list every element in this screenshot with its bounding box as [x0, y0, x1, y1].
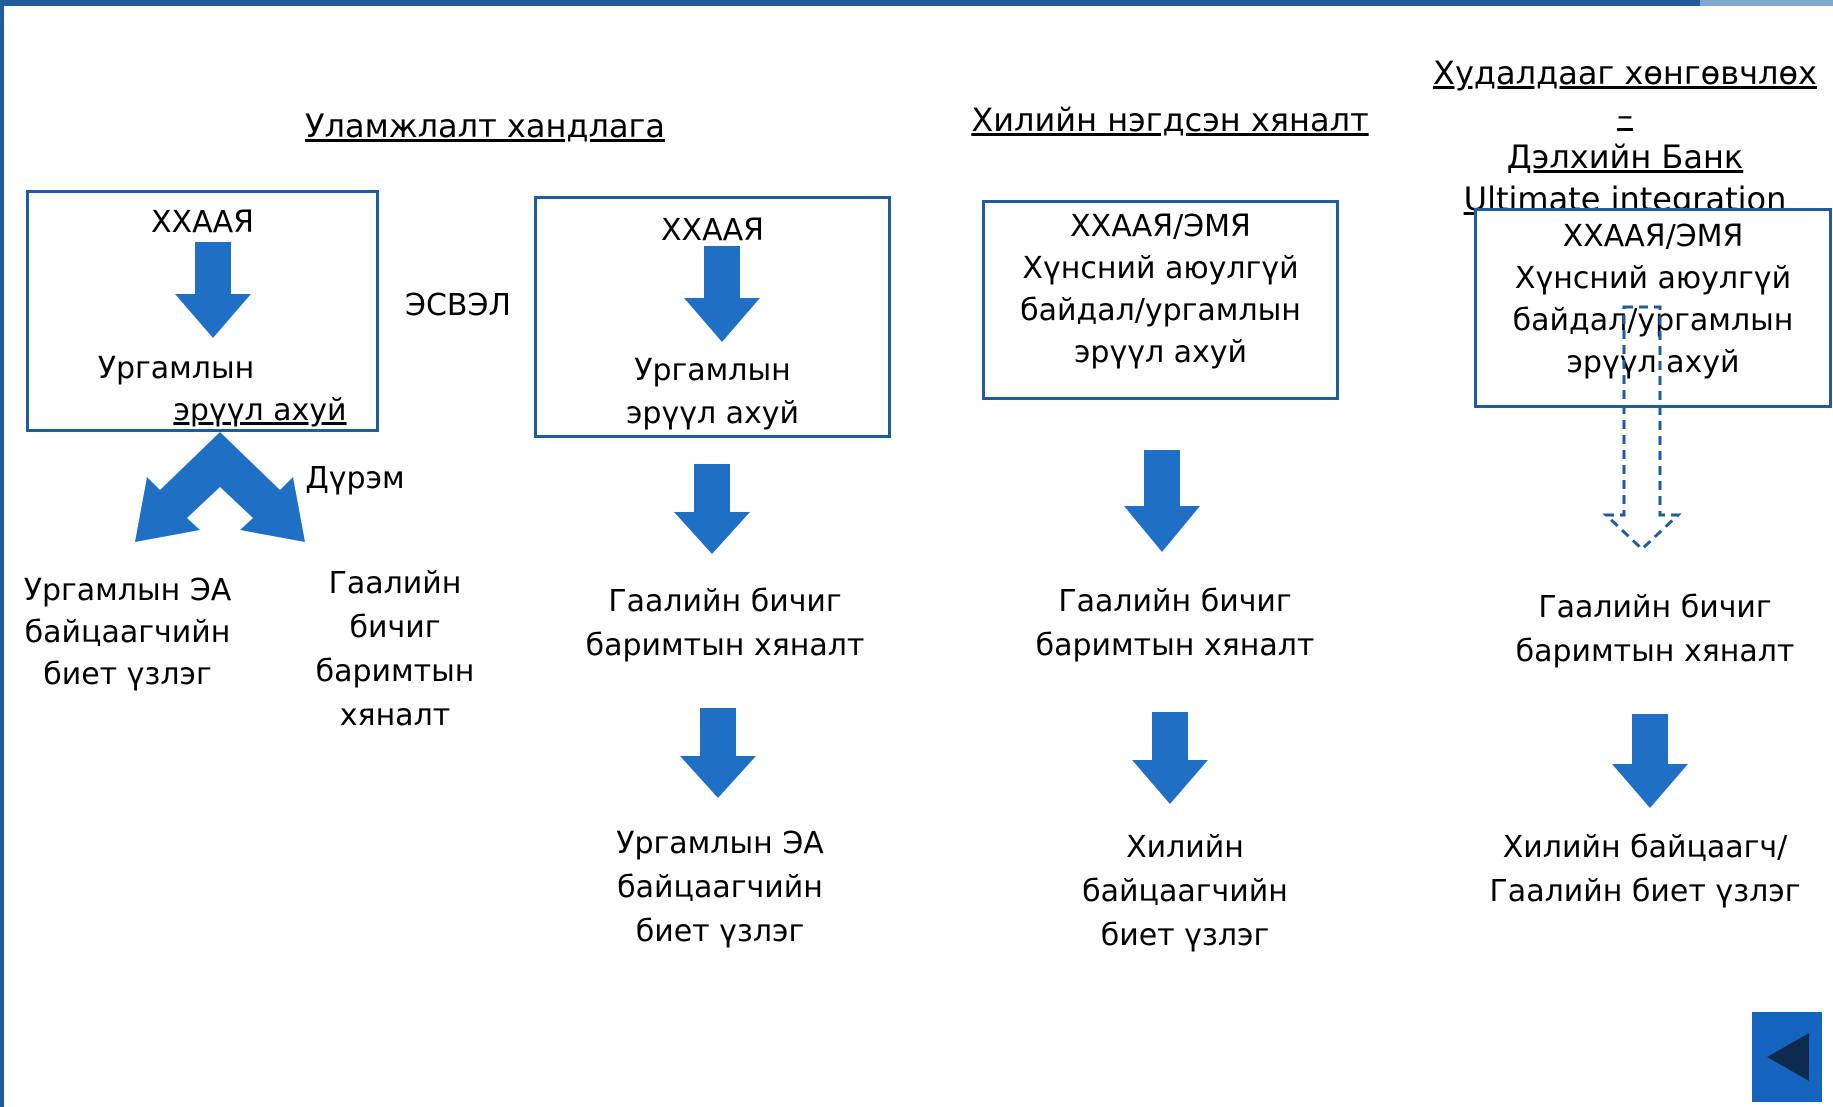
back-triangle-icon	[1767, 1033, 1809, 1081]
col4-step3-line1: Хилийн байцаагч/	[1502, 830, 1788, 865]
col3-box-line3: байдал/ургамлын	[1020, 293, 1301, 328]
col1-right-line2: бичиг	[349, 610, 441, 645]
col2-step2-line2: баримтын хяналт	[585, 628, 865, 663]
or-label: ЭСВЭЛ	[405, 288, 511, 323]
col1-box-bottom-2: эрүүл ахуй	[173, 393, 347, 428]
slide-corner-tab	[1700, 0, 1833, 6]
col4-box-line1: ХХААЯ/ЭМЯ	[1562, 219, 1744, 254]
col4-dashed-arrow-icon	[1602, 305, 1682, 551]
col4-box-line3: байдал/ургамлын	[1512, 303, 1794, 338]
col1-box-arrow-icon	[175, 242, 251, 338]
heading-trade-facilitation: Худалдааг хөнгөвчлөх – Дэлхийн Банк Ulti…	[1420, 52, 1830, 220]
slide-left-border	[0, 0, 4, 1107]
col4-box-line2: Хүнсний аюулгүй	[1514, 261, 1792, 296]
col1-right-line3: баримтын	[315, 654, 475, 689]
heading-trade-line2: Дэлхийн Банк	[1506, 138, 1744, 176]
back-button[interactable]	[1752, 1012, 1822, 1102]
col3-box-line1: ХХААЯ/ЭМЯ	[1070, 209, 1251, 244]
col3-box-line4: эрүүл ахуй	[1073, 335, 1248, 370]
col1-left-line3: биет үзлэг	[43, 657, 212, 692]
col3-step2-line1: Гаалийн бичиг	[1058, 584, 1292, 619]
col4-box-line4: эрүүл ахуй	[1566, 345, 1740, 380]
col1-left-line2: байцаагчийн	[24, 615, 231, 650]
col3-step3: Хилийн байцаагчийн биет үзлэг	[1060, 826, 1310, 958]
col2-step2: Гаалийн бичиг баримтын хяналт	[560, 580, 890, 668]
heading-traditional: Уламжлалт хандлага	[305, 107, 665, 145]
heading-integrated-border: Хилийн нэгдсэн хяналт	[971, 101, 1369, 139]
col3-arrow-2-icon	[1124, 450, 1200, 552]
col2-step3: Ургамлын ЭА байцаагчийн биет үзлэг	[590, 822, 850, 954]
col2-step3-line1: Ургамлын ЭА	[616, 826, 824, 861]
heading-trade-line1: Худалдааг хөнгөвчлөх –	[1433, 54, 1817, 134]
col2-arrow-2-icon	[674, 464, 750, 554]
slide-top-border	[0, 0, 1700, 6]
col1-right-result: Гаалийн бичиг баримтын хяналт	[310, 562, 480, 738]
col1-box-bottom-1: Ургамлын	[97, 351, 255, 386]
col1-box-top: ХХААЯ	[151, 205, 254, 240]
col1-split-arrow-icon	[135, 432, 305, 542]
col4-agency-box	[1474, 208, 1832, 408]
col2-arrow-3-icon	[680, 708, 756, 798]
col4-box-text: ХХААЯ/ЭМЯ Хүнсний аюулгүй байдал/ургамлы…	[1474, 216, 1832, 384]
col3-step3-line3: биет үзлэг	[1100, 918, 1270, 953]
col2-box-bottom-1: Ургамлын	[634, 353, 791, 388]
col2-box-arrow-icon	[684, 246, 760, 342]
col3-agency-box	[982, 200, 1339, 400]
col1-left-result: Ургамлын ЭА байцаагчийн биет үзлэг	[20, 570, 235, 696]
col4-step2: Гаалийн бичиг баримтын хяналт	[1480, 586, 1830, 674]
col4-step3: Хилийн байцаагч/ Гаалийн биет үзлэг	[1460, 826, 1830, 914]
col3-step3-line2: байцаагчийн	[1082, 874, 1288, 909]
col2-step2-line1: Гаалийн бичиг	[608, 584, 842, 619]
col2-box-top: ХХААЯ	[661, 213, 764, 248]
col4-step2-line2: баримтын хяналт	[1515, 634, 1795, 669]
col4-step3-line2: Гаалийн биет үзлэг	[1489, 874, 1801, 909]
col3-step3-line1: Хилийн	[1126, 830, 1244, 865]
col1-left-line1: Ургамлын ЭА	[23, 573, 232, 608]
col2-box-bottom-2: эрүүл ахуй	[625, 396, 800, 431]
col3-box-text: ХХААЯ/ЭМЯ Хүнсний аюулгүй байдал/ургамлы…	[982, 206, 1339, 374]
rule-label: Дүрэм	[305, 461, 405, 496]
col4-step2-line1: Гаалийн бичиг	[1538, 590, 1772, 625]
col1-right-line1: Гаалийн	[328, 566, 462, 601]
col3-arrow-3-icon	[1132, 712, 1208, 804]
col1-right-line4: хяналт	[339, 698, 451, 733]
col3-step2: Гаалийн бичиг баримтын хяналт	[1010, 580, 1340, 668]
col4-arrow-3-icon	[1612, 714, 1688, 808]
col3-box-line2: Хүнсний аюулгүй	[1022, 251, 1299, 286]
col2-step3-line2: байцаагчийн	[617, 870, 823, 905]
col3-step2-line2: баримтын хяналт	[1035, 628, 1315, 663]
col2-step3-line3: биет үзлэг	[635, 914, 805, 949]
